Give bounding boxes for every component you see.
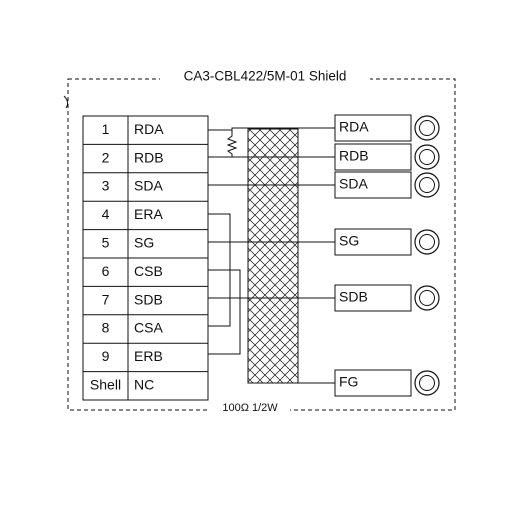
terminal-box [334, 171, 412, 199]
terminal-screw-icon [414, 285, 440, 311]
terminal-screw-inner [419, 120, 435, 136]
pin-signal: RDB [134, 149, 164, 165]
terminal-screw-inner [419, 149, 435, 165]
terminal-box [334, 143, 412, 171]
pin-number: 9 [102, 348, 110, 364]
pin-signal: CSB [134, 263, 163, 279]
pin-signal: NC [134, 377, 154, 393]
title-background [160, 70, 370, 86]
terminal-sg: SG [334, 228, 440, 256]
pin-signal: SDB [134, 291, 163, 307]
pin-signal: RDA [134, 121, 164, 137]
terminal-screw-inner [419, 177, 435, 193]
wire-rda [208, 127, 335, 131]
terminal-screw-inner [419, 234, 435, 250]
resistor-note: 100Ω 1/2W [222, 402, 278, 414]
edge-mark [63, 95, 69, 109]
terminal-label: RDB [339, 148, 369, 164]
terminal-label: SG [339, 233, 359, 249]
terminal-label: SDB [339, 289, 368, 305]
pin-number: 7 [102, 291, 110, 307]
terminal-screw-icon [414, 172, 440, 198]
pin-signal: ERB [134, 348, 163, 364]
pin-number: Shell [90, 377, 121, 393]
pin-number: 8 [102, 320, 110, 336]
diagram-title: CA3-CBL422/5M-01 Shield [184, 69, 347, 84]
terminal-label: SDA [339, 176, 368, 192]
terminal-fg: FG [334, 369, 440, 397]
pin-number: 4 [102, 206, 110, 222]
right-terminal-block: RDA RDB SDA SG SDB FG [334, 114, 440, 397]
pin-signal: CSA [134, 320, 163, 336]
wires [208, 127, 335, 384]
terminal-screw-inner [419, 375, 435, 391]
pin-number: 1 [102, 121, 110, 137]
terminal-screw-icon [414, 144, 440, 170]
pin-number: 2 [102, 149, 110, 165]
terminal-box [334, 114, 412, 142]
terminal-screw-inner [419, 290, 435, 306]
left-connector-table: 1 RDA 2 RDB 3 SDA 4 ERA 5 SG 6 CSB 7 SDB 8 CSA 9 ERB Shell… [82, 115, 209, 401]
pin-signal: SG [134, 235, 154, 251]
pin-number: 6 [102, 263, 110, 279]
shield-hatch [247, 128, 299, 384]
loop-csb-erb [208, 269, 241, 355]
terminal-box [334, 284, 412, 312]
pin-number: 5 [102, 235, 110, 251]
terminal-sda: SDA [334, 171, 440, 199]
terminal-rdb: RDB [334, 143, 440, 171]
terminal-screw-icon [414, 115, 440, 141]
pin-signal: SDA [134, 178, 163, 194]
pin-signal: ERA [134, 206, 163, 222]
resistor-note-background [210, 400, 290, 414]
terminal-label: FG [339, 374, 358, 390]
pin-number: 3 [102, 178, 110, 194]
terminal-box [334, 228, 412, 256]
terminal-box [334, 369, 412, 397]
termination-resistor [226, 130, 238, 157]
terminal-screw-icon [414, 370, 440, 396]
terminal-sdb: SDB [334, 284, 440, 312]
terminal-screw-icon [414, 229, 440, 255]
terminal-rda: RDA [334, 114, 440, 142]
terminal-label: RDA [339, 119, 369, 135]
